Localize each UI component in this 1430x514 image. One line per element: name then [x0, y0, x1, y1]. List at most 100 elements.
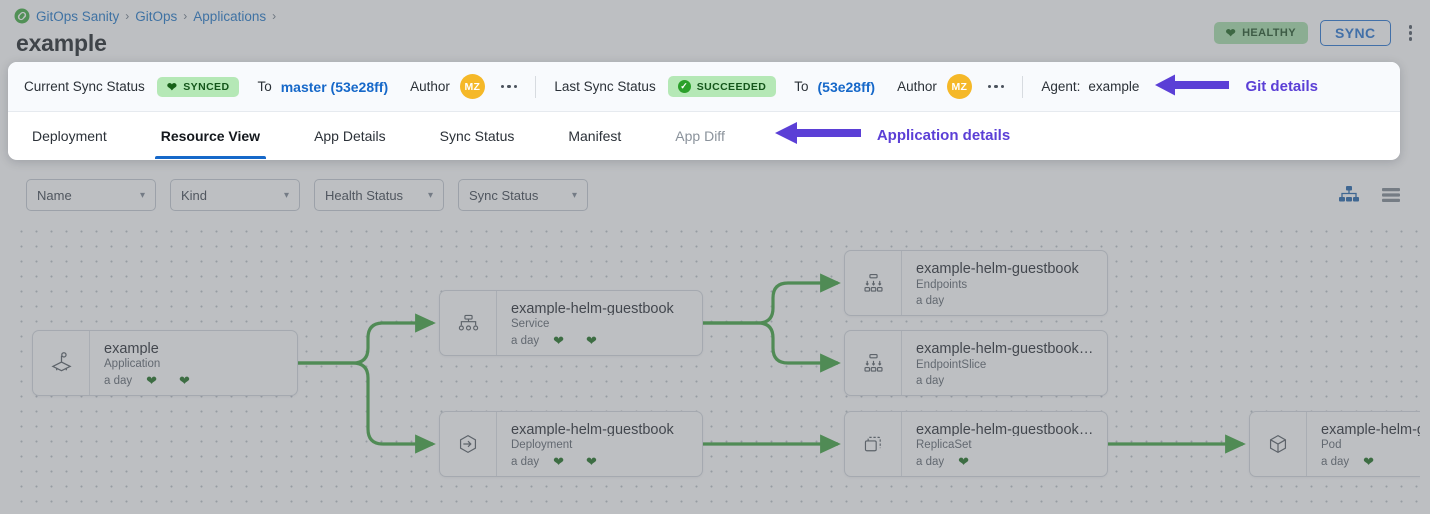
left-arrow-annotation-icon	[773, 120, 863, 151]
heart-icon: ❤	[586, 333, 597, 348]
tab-app-details[interactable]: App Details	[314, 127, 386, 144]
node-kind: Deployment	[511, 439, 573, 451]
header-actions: ❤ HEALTHY SYNC	[1213, 20, 1419, 46]
graph-node-endpointslice[interactable]: example-helm-guestbook-ct... EndpointSli…	[844, 330, 1108, 396]
agent-label: Agent:	[1041, 79, 1081, 94]
filter-label-health-status: Health Status	[325, 187, 404, 203]
list-view-icon[interactable]	[1380, 185, 1402, 205]
heart-icon: ❤	[166, 79, 178, 94]
heart-icon: ❤	[1363, 454, 1375, 469]
node-body: example-helm-guest Pod a day ❤	[1306, 412, 1420, 476]
node-name: example-helm-guestbook-ct...	[916, 341, 1097, 356]
view-toggle-group	[1338, 185, 1402, 205]
graph-node-deployment[interactable]: example-helm-guestbook Deployment a day …	[439, 411, 703, 477]
tab-deployment[interactable]: Deployment	[32, 127, 107, 144]
node-name: example-helm-guestbook	[916, 261, 1079, 276]
node-kind: Pod	[1321, 439, 1342, 451]
node-age: a day	[1321, 455, 1350, 468]
ellipsis-icon[interactable]	[500, 84, 518, 89]
endpoints-icon	[845, 251, 901, 315]
current-sync-status-badge: ❤ SYNCED	[156, 76, 240, 97]
current-to-label: To	[257, 79, 272, 94]
last-sync-status-badge: ✓ SUCCEEDED	[667, 76, 777, 97]
node-age: a day	[511, 455, 540, 468]
current-revision-link[interactable]: master (53e28ff)	[280, 78, 389, 95]
tab-sync-status[interactable]: Sync Status	[439, 127, 515, 144]
avatar[interactable]: MZ	[946, 74, 972, 99]
graph-node-replicaset[interactable]: example-helm-guestbook-74... ReplicaSet …	[844, 411, 1108, 477]
chevron-down-icon: ▾	[427, 189, 433, 201]
breadcrumb: GitOps Sanity › GitOps › Applications ›	[14, 8, 276, 24]
graph-node-pod[interactable]: example-helm-guest Pod a day ❤	[1249, 411, 1420, 477]
current-sync-status-value: SYNCED	[183, 80, 230, 93]
resource-graph-canvas[interactable]: example Application a day ❤ ❤	[8, 218, 1420, 514]
kebab-menu-icon[interactable]	[1403, 23, 1419, 43]
graph-node-endpoints[interactable]: example-helm-guestbook Endpoints a day	[844, 250, 1108, 316]
filter-label-kind: Kind	[181, 187, 208, 203]
page-title: example	[16, 30, 107, 56]
check-circle-icon: ✓	[677, 80, 691, 93]
node-status-icons: ❤ ❤	[553, 455, 597, 468]
node-meta: a day ❤ ❤	[511, 455, 692, 468]
node-body: example-helm-guestbook Endpoints a day	[901, 251, 1107, 315]
breadcrumb-item-0[interactable]: GitOps Sanity	[36, 8, 120, 24]
last-sync-status-label: Last Sync Status	[554, 79, 656, 94]
node-kind: Application	[104, 358, 161, 370]
node-name: example-helm-guestbook-74...	[916, 422, 1097, 436]
node-body: example-helm-guestbook-ct... EndpointSli…	[901, 331, 1107, 395]
last-to-label: To	[794, 79, 809, 94]
node-age: a day	[104, 374, 133, 387]
node-name: example-helm-guestbook	[511, 301, 674, 315]
sync-status-bar: Current Sync Status ❤ SYNCED To master (…	[8, 62, 1400, 112]
deployment-icon	[440, 412, 496, 476]
current-sync-status-label: Current Sync Status	[24, 79, 145, 94]
node-body: example-helm-guestbook-74... ReplicaSet …	[901, 412, 1107, 476]
node-status-icons: ❤ ❤	[146, 374, 190, 387]
tab-manifest[interactable]: Manifest	[568, 127, 622, 144]
node-meta: a day	[916, 295, 1097, 307]
chevron-down-icon: ▾	[283, 189, 289, 201]
breadcrumb-separator: ›	[272, 9, 277, 23]
current-author-label: Author	[410, 79, 450, 94]
filter-select-sync-status[interactable]: Sync Status ▾	[458, 179, 588, 211]
pod-icon	[1250, 412, 1306, 476]
filter-select-health-status[interactable]: Health Status ▾	[314, 179, 444, 211]
ellipsis-icon[interactable]	[987, 84, 1005, 89]
node-meta: a day ❤	[1321, 455, 1420, 468]
breadcrumb-item-1[interactable]: GitOps	[135, 8, 178, 24]
last-author-label: Author	[897, 79, 937, 94]
node-kind: Endpoints	[916, 279, 968, 291]
last-revision-link[interactable]: (53e28ff)	[817, 78, 876, 95]
left-arrow-annotation-icon	[1153, 72, 1231, 101]
graph-node-application[interactable]: example Application a day ❤ ❤	[32, 330, 298, 396]
last-sync-status-value: SUCCEEDED	[696, 80, 767, 93]
node-body: example-helm-guestbook Service a day ❤ ❤	[496, 291, 702, 355]
heart-icon: ❤	[179, 373, 190, 388]
tab-bar: Deployment Resource View App Details Syn…	[8, 112, 1400, 159]
heart-icon: ❤	[586, 454, 597, 469]
node-kind: ReplicaSet	[916, 439, 972, 451]
heart-icon: ❤	[553, 333, 565, 348]
tree-view-icon[interactable]	[1338, 185, 1360, 205]
divider	[1022, 75, 1024, 98]
heart-icon: ❤	[146, 373, 158, 388]
node-status-icons: ❤	[1363, 455, 1374, 468]
tab-resource-view[interactable]: Resource View	[154, 112, 267, 159]
sync-button[interactable]: SYNC	[1320, 20, 1391, 46]
filter-select-kind[interactable]: Kind ▾	[170, 179, 300, 211]
node-age: a day	[916, 295, 945, 307]
tab-app-diff[interactable]: App Diff	[675, 127, 725, 144]
git-details-annotation: Git details	[1245, 78, 1318, 95]
status-badge-health: ❤ HEALTHY	[1213, 22, 1308, 44]
node-kind: Service	[511, 318, 550, 330]
avatar[interactable]: MZ	[459, 74, 485, 99]
filter-select-name[interactable]: Name ▾	[26, 179, 156, 211]
gitops-logo-icon	[14, 8, 30, 24]
node-meta: a day	[916, 375, 1097, 387]
node-age: a day	[916, 375, 945, 387]
node-age: a day	[916, 455, 945, 468]
filter-label-sync-status: Sync Status	[469, 187, 539, 203]
graph-node-service[interactable]: example-helm-guestbook Service a day ❤ ❤	[439, 290, 703, 356]
breadcrumb-item-2[interactable]: Applications	[193, 8, 267, 24]
filter-toolbar: Name ▾ Kind ▾ Health Status ▾ Sync Statu…	[8, 172, 1420, 218]
